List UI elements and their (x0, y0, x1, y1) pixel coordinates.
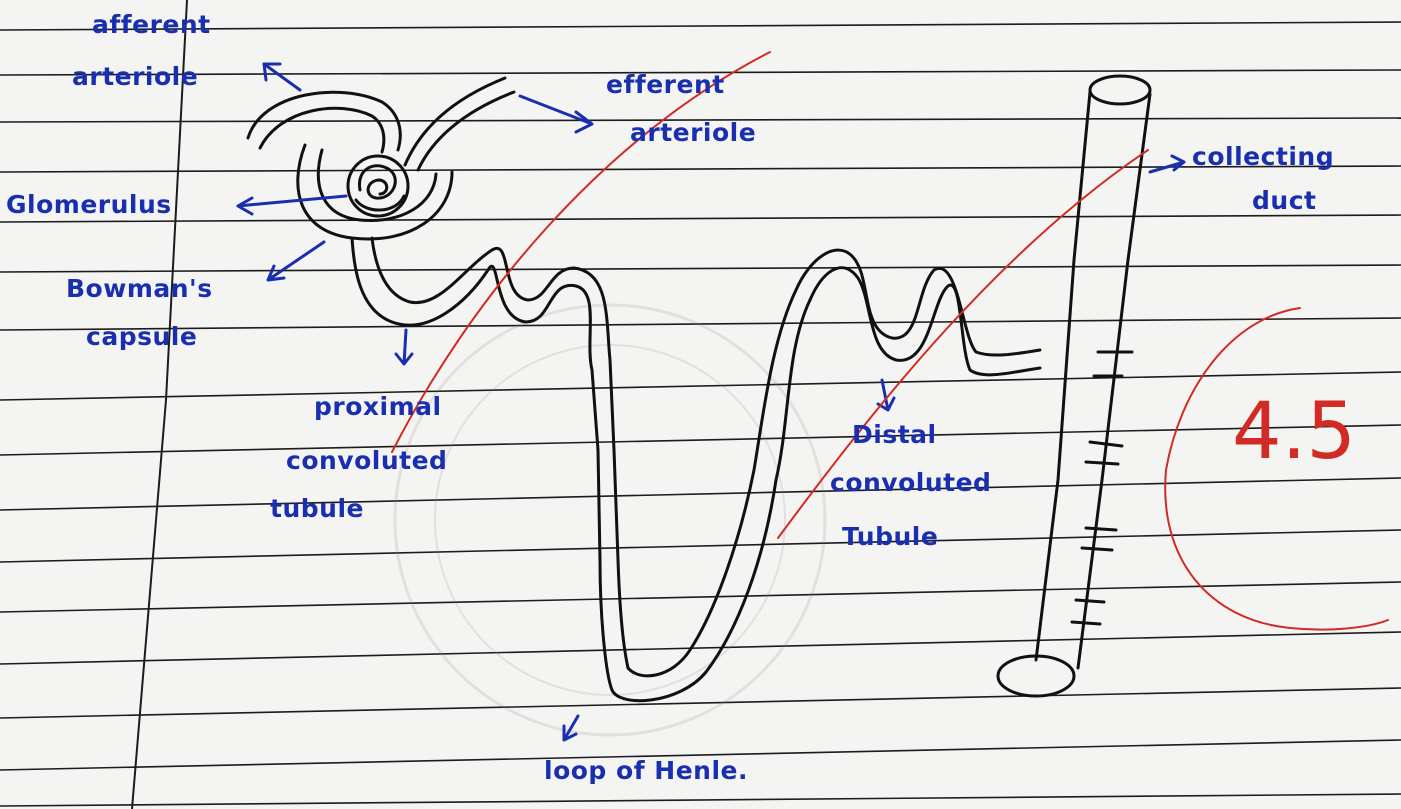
ruled-line (0, 166, 1401, 172)
collecting-duct (1090, 76, 1150, 104)
label-collecting-1: collecting (1192, 142, 1334, 172)
grade-mark: 4.5 (1232, 392, 1356, 472)
afferent-arteriole (260, 108, 384, 152)
collecting-duct (1036, 92, 1090, 660)
collecting-duct-branch (1072, 600, 1104, 624)
loop-of-henle (612, 300, 810, 701)
label-afferent-1: afferent (92, 10, 211, 40)
distal-tubule (796, 250, 1040, 355)
label-proximal-2: convoluted (286, 446, 447, 476)
collecting-duct (998, 656, 1074, 696)
label-distal-2: convoluted (830, 468, 991, 498)
arrow-efferent (520, 96, 592, 132)
label-distal-3: Tubule (842, 522, 938, 552)
arrow-afferent (264, 64, 300, 90)
label-efferent-2: arteriole (630, 118, 756, 148)
collecting-duct-branch (1082, 528, 1116, 550)
arrow-collecting (1150, 156, 1184, 172)
label-afferent-2: arteriole (72, 62, 198, 92)
ruled-line (0, 632, 1401, 664)
arrow-loop (564, 716, 578, 740)
ruled-line (0, 582, 1401, 612)
ruled-line (0, 215, 1401, 222)
label-proximal-3: tubule (270, 494, 364, 524)
ruled-line (0, 425, 1401, 455)
arrow-bowmans (268, 242, 324, 280)
label-loop-of-henle: loop of Henle. (544, 756, 748, 786)
label-proximal-1: proximal (314, 392, 442, 422)
ruled-line (0, 530, 1401, 562)
label-bowmans-1: Bowman's (66, 274, 213, 304)
label-bowmans-2: capsule (86, 322, 197, 352)
efferent-arteriole (418, 92, 514, 170)
label-collecting-2: duct (1252, 186, 1316, 216)
ruled-line (0, 794, 1401, 806)
label-distal-1: Distal (852, 420, 937, 450)
collecting-duct (1078, 94, 1150, 668)
ruled-line (0, 478, 1401, 510)
arrow-proximal (396, 330, 412, 364)
grading-strike-line (392, 52, 770, 452)
loop-of-henle (628, 290, 796, 676)
ruled-line (0, 265, 1401, 272)
collecting-duct-branch (1094, 352, 1132, 376)
label-efferent-1: efferent (606, 70, 725, 100)
label-glomerulus: Glomerulus (6, 190, 172, 220)
